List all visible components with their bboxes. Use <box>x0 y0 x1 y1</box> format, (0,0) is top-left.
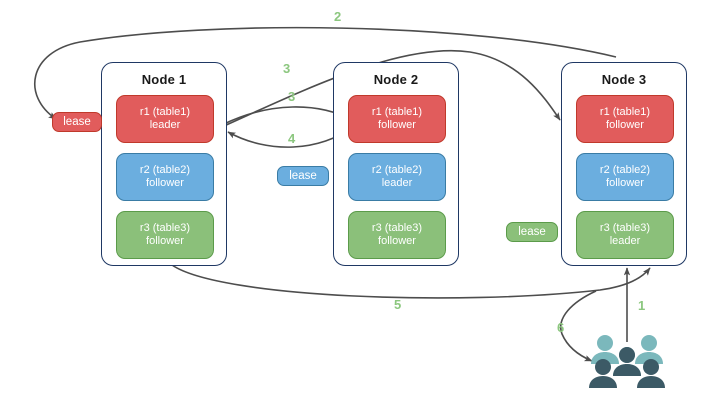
replica-name: r2 (table2) <box>599 163 651 176</box>
replica-node3-r1[interactable]: r1 (table1) follower <box>576 95 674 143</box>
replica-name: r1 (table1) <box>371 105 423 118</box>
replica-role: follower <box>146 235 184 247</box>
arrow-step-2 <box>33 26 617 120</box>
replica-name: r3 (table3) <box>371 221 423 234</box>
step-label-3-lower: 3 <box>288 89 296 104</box>
replica-name: r3 (table3) <box>139 221 191 234</box>
replica-role: follower <box>146 177 184 189</box>
replica-role: follower <box>378 119 416 131</box>
replica-node3-r2[interactable]: r2 (table2) follower <box>576 153 674 201</box>
node-card-1[interactable]: Node 1 r1 (table1) leader r2 (table2) fo… <box>101 62 227 266</box>
replica-name: r1 (table1) <box>139 105 191 118</box>
step-label-1: 1 <box>638 298 646 313</box>
arrow-step-5 <box>171 264 651 299</box>
replica-name: r2 (table2) <box>371 163 423 176</box>
replica-node1-r2[interactable]: r2 (table2) follower <box>116 153 214 201</box>
node-title-2: Node 2 <box>373 72 419 87</box>
step-label-4: 4 <box>288 131 296 146</box>
step-label-6: 6 <box>557 320 565 335</box>
replica-role: follower <box>606 119 644 131</box>
replica-role: leader <box>149 119 181 131</box>
replica-name: r1 (table1) <box>599 105 651 118</box>
users-group-icon <box>589 335 665 388</box>
replica-name: r3 (table3) <box>599 221 651 234</box>
replica-role: follower <box>378 235 416 247</box>
replica-role: leader <box>609 235 641 247</box>
lease-badge-green[interactable]: lease <box>506 222 558 242</box>
replica-node2-r3[interactable]: r3 (table3) follower <box>348 211 446 259</box>
replica-node2-r1[interactable]: r1 (table1) follower <box>348 95 446 143</box>
lease-badge-red[interactable]: lease <box>52 112 102 132</box>
lease-badge-blue[interactable]: lease <box>277 166 329 186</box>
replica-name: r2 (table2) <box>139 163 191 176</box>
replica-node1-r1[interactable]: r1 (table1) leader <box>116 95 214 143</box>
replica-role: follower <box>606 177 644 189</box>
step-label-3-upper: 3 <box>283 61 291 76</box>
arrow-step-6 <box>559 290 597 362</box>
node-title-3: Node 3 <box>601 72 647 87</box>
arrow-step-3-to-node3 <box>223 50 561 127</box>
replica-node1-r3[interactable]: r3 (table3) follower <box>116 211 214 259</box>
replica-role: leader <box>381 177 413 189</box>
node-title-1: Node 1 <box>141 72 187 87</box>
replica-node3-r3[interactable]: r3 (table3) leader <box>576 211 674 259</box>
node-card-3[interactable]: Node 3 r1 (table1) follower r2 (table2) … <box>561 62 687 266</box>
step-label-5: 5 <box>394 297 402 312</box>
step-label-2: 2 <box>334 9 342 24</box>
replica-node2-r2[interactable]: r2 (table2) leader <box>348 153 446 201</box>
node-card-2[interactable]: Node 2 r1 (table1) follower r2 (table2) … <box>333 62 459 266</box>
